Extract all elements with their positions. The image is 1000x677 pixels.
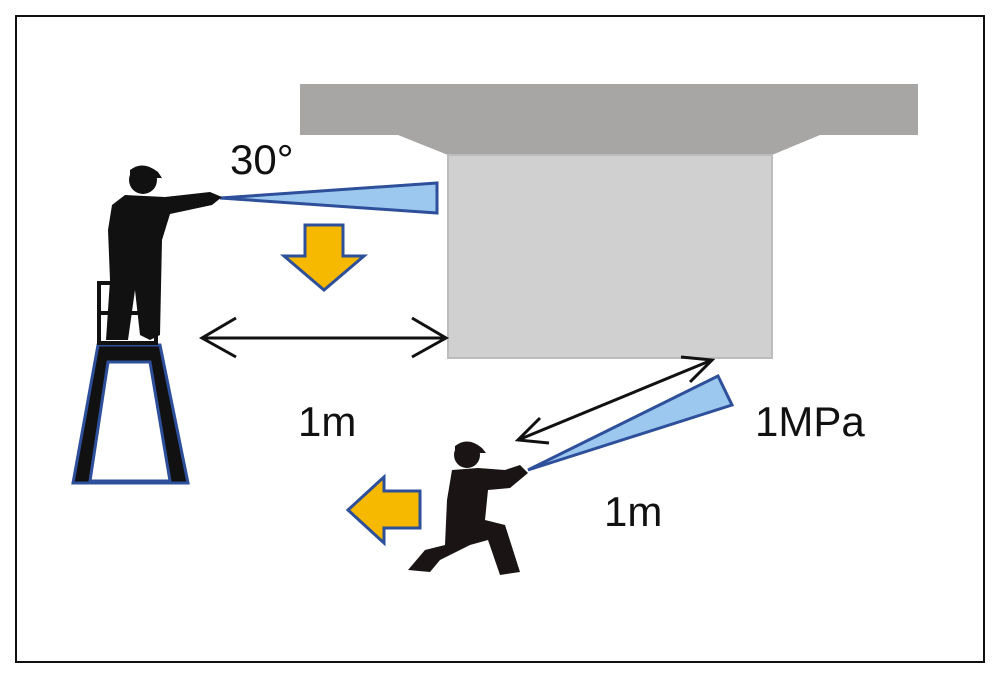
pressure-label: 1MPa (755, 398, 865, 445)
bridge-deck (300, 84, 918, 155)
diagonal-distance-label: 1m (604, 488, 662, 535)
dimension-arrow-horizontal (198, 316, 450, 359)
horizontal-distance-label: 1m (298, 398, 356, 445)
kneeling-worker-silhouette (408, 441, 528, 575)
stepladder (71, 281, 190, 485)
angle-label: 30° (230, 136, 294, 183)
standing-worker-silhouette (106, 165, 222, 340)
dimension-arrow-diagonal (514, 355, 716, 445)
left-arrow-icon (345, 473, 422, 547)
girder (447, 154, 773, 359)
water-spray-lower (527, 373, 735, 472)
down-arrow-icon (279, 223, 369, 292)
water-spray-upper (219, 181, 439, 215)
